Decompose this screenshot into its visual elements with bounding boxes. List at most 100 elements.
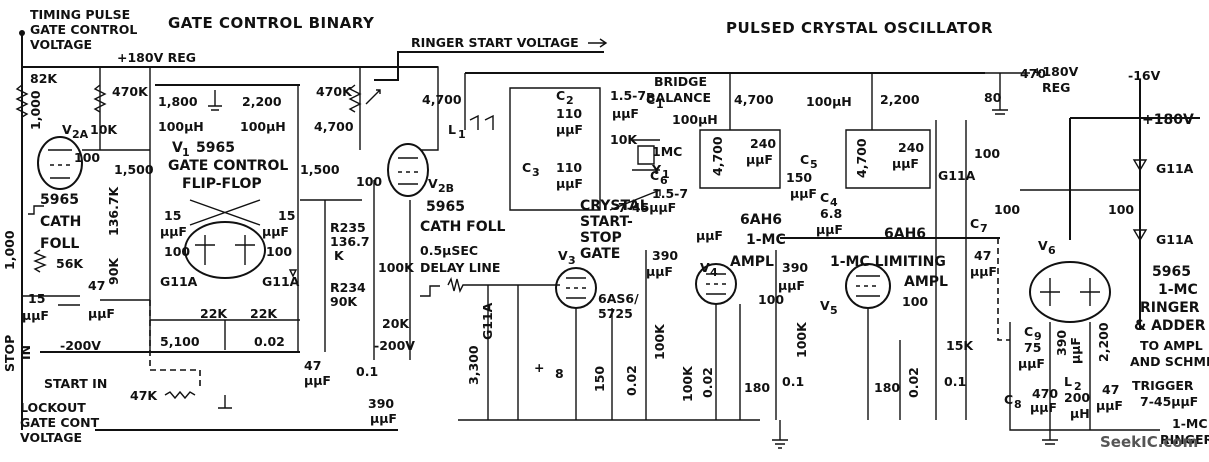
c2-value: 110: [556, 106, 582, 121]
c3-label: C: [522, 160, 531, 175]
r100-v2b-label: 100: [356, 174, 382, 189]
r22k-b-label: 22K: [250, 306, 278, 321]
svg-text:7: 7: [980, 222, 988, 235]
r100k-b-label: 100K: [652, 323, 667, 360]
cross-coupling: [189, 199, 261, 226]
r100-v6a-label: 100: [994, 202, 1020, 217]
svg-text:1: 1: [458, 128, 466, 141]
r90k-label: 90K: [106, 257, 121, 285]
l2-value: 200: [1064, 390, 1090, 405]
limit-main: 1-MC LIMITING: [830, 254, 946, 270]
watermark: SeekIC.com: [1100, 433, 1198, 451]
r2200a-label: 2,200: [242, 94, 282, 109]
c8b-value: 470: [1032, 386, 1058, 401]
pulse-symbol-left: [28, 205, 44, 215]
c6-value: 1.5-7: [652, 186, 688, 201]
ringer-4: & ADDER: [1134, 318, 1206, 334]
c240b-value: 240: [898, 140, 924, 155]
svg-text:2B: 2B: [438, 182, 454, 195]
trim745-label: 7-45μμF: [618, 200, 676, 215]
v2b-label: V: [428, 176, 438, 191]
c47c-unit: μμF: [1096, 398, 1123, 413]
c390b-value: 390: [652, 248, 678, 263]
c002d-label: 0.02: [906, 367, 921, 398]
c47c-value: 47: [1102, 382, 1119, 397]
crystal-y1: [632, 139, 660, 171]
r100-v5-label: 100: [902, 294, 928, 309]
svg-text:6: 6: [1048, 244, 1056, 257]
c4-unit: μμF: [816, 222, 843, 237]
r100k-d-label: 100K: [794, 321, 809, 358]
c2-unit: μμF: [556, 122, 583, 137]
v4-label: V: [700, 260, 710, 275]
c390a-unit: μμF: [370, 411, 397, 426]
uh100d-label: 100μH: [806, 94, 852, 109]
g11a-right: G11A: [262, 274, 300, 289]
r80-label: 80: [984, 90, 1002, 105]
v2a-label: V: [62, 122, 72, 137]
r100k-label: 100K: [378, 260, 415, 275]
v1-tube: [184, 221, 266, 279]
cath-foll-left-1: 5965: [40, 192, 79, 208]
neg200-a: -200V: [60, 338, 101, 353]
svg-text:5: 5: [830, 304, 838, 317]
c4-value: 6.8: [820, 206, 842, 221]
timing-pulse-line2: GATE CONTROL: [30, 22, 137, 37]
r22k-a-label: 22K: [200, 306, 228, 321]
r1500b-label: 1,500: [300, 162, 340, 177]
c47b-unit: μμF: [304, 373, 331, 388]
ringer-start-arrow: [588, 38, 608, 48]
v6-tube: [1029, 261, 1111, 323]
c002b-label: 0.02: [624, 365, 639, 396]
limit-word: AMPL: [904, 274, 948, 290]
r100-v6b-label: 100: [1108, 202, 1134, 217]
v3-label: V: [558, 248, 568, 263]
timing-pulse-line1: TIMING PULSE: [30, 7, 130, 22]
c01b-label: 0.1: [782, 374, 804, 389]
c15a-unit: μμF: [160, 224, 187, 239]
c240b-unit: μμF: [892, 156, 919, 171]
g11a-left: G11A: [160, 274, 198, 289]
svg-text:3: 3: [568, 254, 576, 267]
r1000-label: 1,000: [28, 90, 43, 130]
reg180-right-2: REG: [1042, 80, 1070, 95]
cath-foll-mid-2: CATH FOLL: [420, 219, 506, 235]
y1-label: Y: [651, 162, 662, 177]
c15a-value: 15: [164, 208, 181, 223]
title-gate-control: GATE CONTROL BINARY: [168, 14, 375, 32]
y1-freq: 1MC: [652, 144, 682, 159]
r5100-label: 5,100: [160, 334, 200, 349]
cath-foll-left-3: FOLL: [40, 236, 79, 252]
g11a-mid: G11A: [938, 168, 976, 183]
v2a-tube: [37, 136, 83, 190]
r235-2: 136.7: [330, 234, 370, 249]
r1500a-label: 1,500: [114, 162, 154, 177]
crystal-gate-3: STOP: [580, 230, 622, 246]
reg180-right-1: +180V: [1032, 64, 1079, 79]
uh100a-label: 100μH: [158, 119, 204, 134]
to-ampl-2: AND SCHMITT: [1130, 354, 1209, 369]
crystal-gate-4: GATE: [580, 246, 620, 262]
c5-value: 150: [786, 170, 812, 185]
delay-line-symbol: [420, 276, 560, 297]
c5-unit: μμF: [790, 186, 817, 201]
lockout-2: GATE CONT: [20, 415, 100, 430]
c15b-unit: μμF: [262, 224, 289, 239]
svg-text:4: 4: [710, 266, 718, 279]
v3-type-1: 6AS6/: [598, 291, 639, 306]
r180-label: 180: [744, 380, 770, 395]
uh100b-label: 100μH: [240, 119, 286, 134]
r136k-label: 136.7K: [106, 185, 121, 236]
lockout-3: VOLTAGE: [20, 430, 82, 445]
pos180-label: +180V: [1142, 112, 1194, 128]
flipflop-2: FLIP-FLOP: [182, 176, 262, 192]
reg180-top: +180V REG: [117, 50, 196, 65]
l2-unit: μH: [1070, 406, 1090, 421]
r4700-l1-label: 4,700: [422, 92, 462, 107]
c390c-value: 390: [782, 260, 808, 275]
c15b-value: 15: [278, 208, 295, 223]
lockout-1: LOCKOUT: [20, 400, 86, 415]
r20k-label: 20K: [382, 316, 410, 331]
